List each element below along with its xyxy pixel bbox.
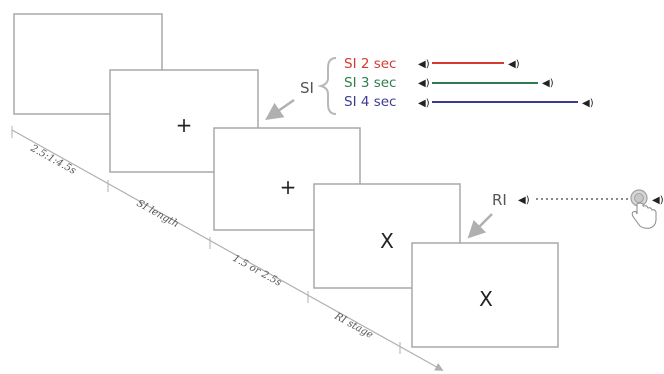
speaker-icon: ◀) [418, 59, 430, 70]
screen-frame-5: X [411, 242, 559, 348]
speaker-icon: ◀) [418, 78, 430, 89]
si-4-sec-label: SI 4 sec [344, 94, 396, 110]
speaker-icon: ◀) [418, 98, 430, 109]
si-callout-label: SI [300, 79, 314, 97]
fixation-cross-symbol: + [176, 113, 193, 137]
x-symbol: X [380, 229, 394, 253]
speaker-icon: ◀) [652, 195, 664, 206]
si-3-sec-label: SI 3 sec [344, 75, 396, 91]
si-pointer-arrow [265, 98, 295, 120]
fixation-cross-symbol: + [280, 175, 297, 199]
timeline-label-delay: 1.5 or 2.5s [231, 253, 284, 289]
timeline-axis [11, 129, 444, 371]
speaker-icon: ◀) [518, 195, 530, 206]
ri-callout-label: RI [492, 191, 507, 209]
speaker-icon: ◀) [582, 98, 594, 109]
timeline-label-isi: 2.5:1:4.5s [28, 143, 78, 177]
si-2-sec-label: SI 2 sec [344, 56, 396, 72]
si-brace [317, 57, 337, 115]
timeline-label-ri-stage: RI stage [332, 311, 375, 342]
ri-pointer-arrow [467, 213, 493, 239]
si-callout: SI SI 2 sec ◀) ◀) SI 3 sec ◀) ◀) SI 4 se… [265, 56, 594, 120]
speaker-icon: ◀) [542, 78, 554, 89]
timeline-label-si-length: SI length [135, 198, 181, 230]
pointing-hand-icon [630, 189, 657, 229]
ri-callout: RI ◀) ◀) [467, 189, 664, 239]
x-symbol: X [479, 287, 493, 311]
speaker-icon: ◀) [508, 59, 520, 70]
